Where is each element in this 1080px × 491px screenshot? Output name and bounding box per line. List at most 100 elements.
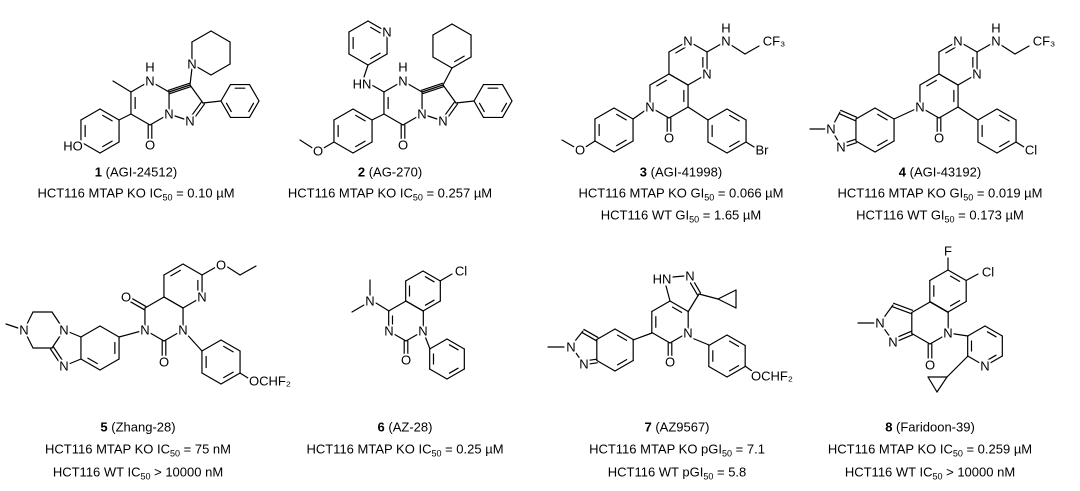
atom-label: CF₃	[763, 34, 786, 49]
bond	[708, 334, 728, 347]
bond	[583, 140, 596, 149]
bond	[129, 300, 145, 311]
compound-name: (AGI-24512)	[102, 164, 178, 180]
bond	[877, 113, 888, 121]
atom-label: N	[721, 34, 730, 49]
bond	[432, 23, 453, 36]
bond	[976, 43, 992, 53]
activity-value: = 0.259 µM	[962, 441, 1033, 457]
bond	[582, 358, 598, 362]
bond	[422, 330, 431, 350]
activity-value: = 0.066 µM	[714, 185, 784, 201]
bond	[830, 128, 842, 147]
bond	[967, 325, 986, 337]
atom-label: OCHF₂	[751, 369, 793, 384]
bond	[223, 371, 234, 379]
bond	[879, 304, 894, 324]
activity-subscript: 50	[412, 192, 423, 203]
atom-label: N	[384, 324, 393, 339]
bond	[840, 109, 858, 118]
activity-subscript: 50	[170, 448, 181, 459]
bond	[919, 73, 940, 86]
bond	[333, 108, 354, 121]
bond	[830, 111, 841, 130]
bond	[614, 359, 634, 372]
atom-label: N	[683, 326, 692, 341]
bond	[168, 84, 191, 93]
bond	[99, 141, 120, 154]
bond	[929, 332, 949, 345]
atom-label: N	[178, 323, 187, 338]
bond	[632, 332, 653, 341]
bond	[473, 83, 485, 102]
activity-line: HCT116 MTAP KO IC50 = 0.10 µM	[37, 186, 234, 203]
atom-label: H	[721, 21, 730, 36]
ring	[163, 263, 203, 309]
bond	[929, 301, 949, 314]
bond	[926, 79, 937, 87]
activity-value: = 0.25 µM	[441, 441, 504, 457]
bond	[581, 331, 597, 342]
bond	[671, 306, 683, 313]
bond	[352, 108, 373, 121]
activity-value: = 75 nM	[180, 441, 231, 457]
bond	[966, 273, 979, 281]
bond	[424, 276, 435, 283]
activity-value: = 7.1	[732, 441, 765, 457]
bond	[665, 285, 671, 302]
atom-label: Cl	[1025, 143, 1037, 158]
bond	[351, 304, 365, 313]
bond	[717, 298, 737, 309]
activity-metric: GI	[949, 185, 964, 201]
bond	[80, 141, 101, 154]
bond	[596, 328, 616, 341]
bond	[220, 339, 241, 352]
bond	[23, 329, 34, 349]
activity-metric: GI	[930, 207, 945, 223]
activity-subscript: 50	[703, 471, 714, 482]
bond	[170, 269, 181, 277]
bond	[49, 348, 64, 368]
bond	[189, 84, 204, 104]
bond	[370, 52, 381, 60]
bond	[999, 140, 1010, 148]
bond	[957, 106, 979, 121]
atom-label: Cl	[455, 264, 467, 279]
bond	[855, 140, 876, 153]
activity-value: = 0.257 µM	[422, 185, 493, 201]
bond	[582, 362, 598, 366]
bond	[225, 102, 232, 113]
bond	[421, 84, 444, 93]
bond	[675, 46, 686, 54]
bond	[451, 56, 472, 69]
bond	[182, 296, 203, 309]
ring	[388, 300, 424, 342]
activity-line: HCT116 MTAP KO IC50 = 0.257 µM	[288, 185, 493, 203]
bond	[405, 330, 424, 342]
bond	[838, 113, 856, 122]
activity-prefix: HCT116 WT	[52, 464, 128, 480]
bond	[454, 55, 465, 63]
bond	[80, 325, 101, 338]
bond	[692, 280, 702, 294]
bond	[874, 107, 895, 120]
activity-line: HCT116 WT pGI50 = 5.8	[608, 465, 747, 482]
bond	[210, 63, 231, 76]
bond	[977, 141, 998, 154]
bond	[220, 372, 241, 385]
compound-name: (AZ-28)	[384, 419, 433, 435]
bond	[893, 334, 914, 344]
bond	[707, 141, 728, 154]
bond	[999, 114, 1010, 122]
bond	[594, 107, 615, 120]
activity-line: HCT116 MTAP KO pGI50 = 7.1	[589, 441, 765, 459]
bond	[616, 113, 627, 121]
bond	[352, 141, 373, 154]
bond	[632, 106, 651, 120]
bond	[893, 302, 914, 311]
activity-metric: IC	[127, 464, 141, 480]
bond	[239, 372, 249, 379]
